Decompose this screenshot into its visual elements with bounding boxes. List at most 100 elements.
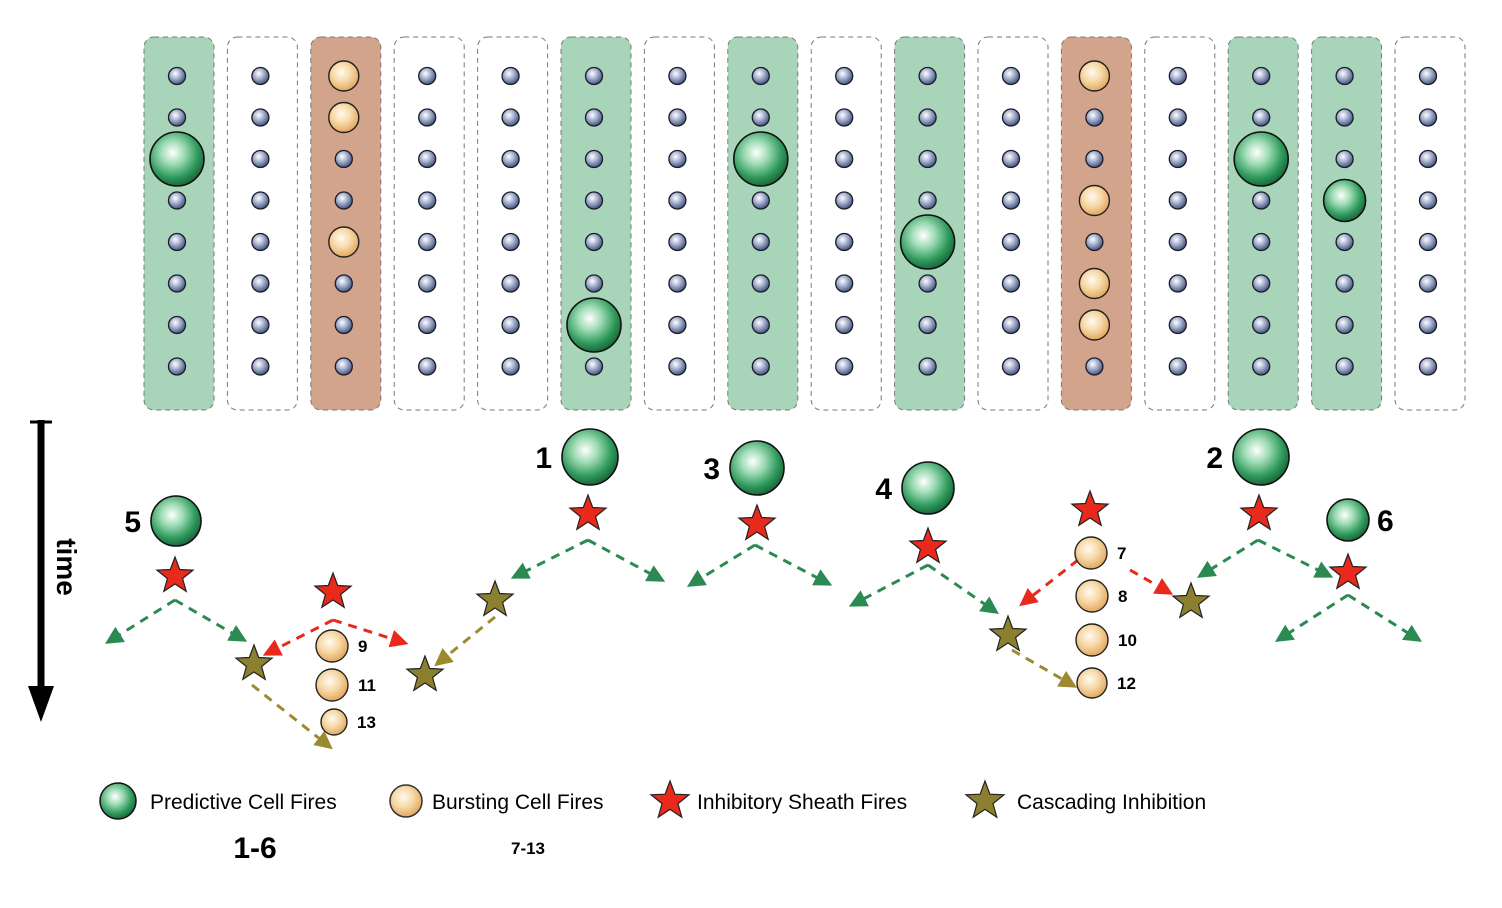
bursting-event-9: 9: [315, 629, 367, 663]
event-number: 5: [124, 506, 141, 539]
inhibition-arrow: [1347, 593, 1423, 642]
bursting-cell-fire: [320, 708, 348, 736]
inactive-cell: [501, 315, 520, 335]
inactive-cell: [1335, 66, 1354, 86]
inactive-cell: [835, 315, 854, 335]
bursting-cell-fire: [315, 668, 349, 702]
inactive-cell: [918, 66, 937, 86]
inactive-cell: [918, 108, 937, 127]
inactive-cell: [918, 274, 937, 293]
burst-inhibition-arrow: [332, 618, 409, 648]
inactive-cell: [418, 315, 437, 335]
event-number: 6: [1377, 505, 1394, 538]
minicolumn-predictive: [560, 36, 632, 411]
inactive-cell: [1168, 357, 1187, 376]
event-number: 3: [703, 453, 720, 486]
inhibition-arrow: [848, 563, 929, 607]
inactive-cell: [1335, 149, 1354, 169]
predictive-event-3: 3: [703, 440, 785, 541]
inactive-cell: [835, 232, 854, 252]
inactive-cell: [418, 191, 437, 210]
predictive-cell-fire: [561, 428, 619, 486]
inactive-cell: [334, 315, 353, 335]
inhibitory-star: [313, 571, 353, 609]
inactive-cell: [1252, 108, 1271, 127]
bursting-event-10: 10: [1075, 623, 1137, 657]
inhibition-arrow: [510, 538, 589, 579]
inactive-cell: [167, 357, 187, 376]
inactive-cell: [167, 191, 187, 210]
inactive-cell: [668, 149, 687, 169]
inactive-cell: [835, 274, 854, 293]
inactive-cell: [1418, 357, 1438, 376]
inactive-cell: [1418, 149, 1438, 169]
bursting-event-13: 13: [320, 708, 376, 736]
inhibitory-star: [568, 493, 608, 531]
inactive-cell: [584, 274, 604, 293]
inactive-cell: [251, 274, 270, 293]
inhibitory-star: [1070, 489, 1110, 527]
inactive-cell: [1001, 66, 1021, 86]
cascading-star: [988, 614, 1028, 652]
inactive-cell: [918, 191, 937, 210]
inhibition-arrow: [1257, 538, 1334, 578]
predictive-event-1: 1: [535, 428, 619, 531]
inactive-cell: [1001, 232, 1021, 252]
legend-predictive-icon: [99, 782, 137, 820]
inhibition-arrows: [104, 538, 1423, 750]
inactive-cell: [1252, 191, 1271, 210]
inhibition-arrow: [686, 543, 756, 587]
inactive-cell: [918, 315, 937, 335]
legend-bursting-icon: [389, 784, 423, 818]
minicolumn-bursting: [310, 36, 382, 411]
inactive-cell: [418, 357, 437, 376]
legend-predictive-label: Predictive Cell Fires: [150, 791, 337, 814]
inactive-cell: [751, 274, 770, 293]
burst-number: 9: [358, 637, 367, 656]
minicolumn-normal: [393, 36, 465, 411]
cascade-arrow: [1011, 648, 1078, 688]
inactive-cell: [668, 66, 687, 86]
inactive-cell: [1085, 108, 1104, 127]
inactive-cell: [584, 191, 604, 210]
inactive-cell: [668, 191, 687, 210]
minicolumn-box: [977, 36, 1049, 411]
inactive-cell: [251, 66, 270, 86]
inhibition-arrow: [174, 598, 248, 642]
inactive-cell: [584, 149, 604, 169]
inactive-cell: [835, 149, 854, 169]
minicolumn-normal: [226, 36, 298, 411]
minicolumn-predictive: [143, 36, 215, 411]
minicolumn-bursting: [1060, 36, 1132, 411]
inactive-cell: [251, 191, 270, 210]
burst-number: 8: [1118, 587, 1127, 606]
bursting-cell: [328, 60, 360, 92]
inactive-cell: [501, 66, 520, 86]
inactive-cell: [751, 232, 770, 252]
inactive-cell: [835, 108, 854, 127]
inhibitory-star: [737, 503, 777, 541]
predictive-cell-fire: [1326, 498, 1370, 542]
inactive-cell: [501, 191, 520, 210]
predictive-event-4: 4: [875, 461, 955, 564]
minicolumn-box: [1060, 36, 1132, 411]
inactive-cell: [918, 149, 937, 169]
minicolumn-normal: [810, 36, 882, 411]
inhibition-arrow: [1196, 538, 1259, 578]
minicolumn-box: [560, 36, 632, 411]
inactive-cell: [584, 232, 604, 252]
minicolumn-box: [1311, 36, 1383, 411]
inactive-cell: [584, 108, 604, 127]
minicolumns: [143, 36, 1466, 411]
bursting-event-7: 7: [1074, 536, 1126, 570]
minicolumn-predictive: [727, 36, 799, 411]
legend-cascading-icon: [964, 779, 1006, 819]
inactive-cell: [334, 149, 353, 169]
inhibition-arrow: [927, 563, 999, 615]
predictive-cell-fire: [901, 461, 955, 515]
predictive-event-2: 2: [1206, 428, 1290, 531]
predictive-cell: [732, 131, 789, 187]
legend-red-star-shape: [649, 779, 691, 819]
inactive-cell: [751, 191, 770, 210]
